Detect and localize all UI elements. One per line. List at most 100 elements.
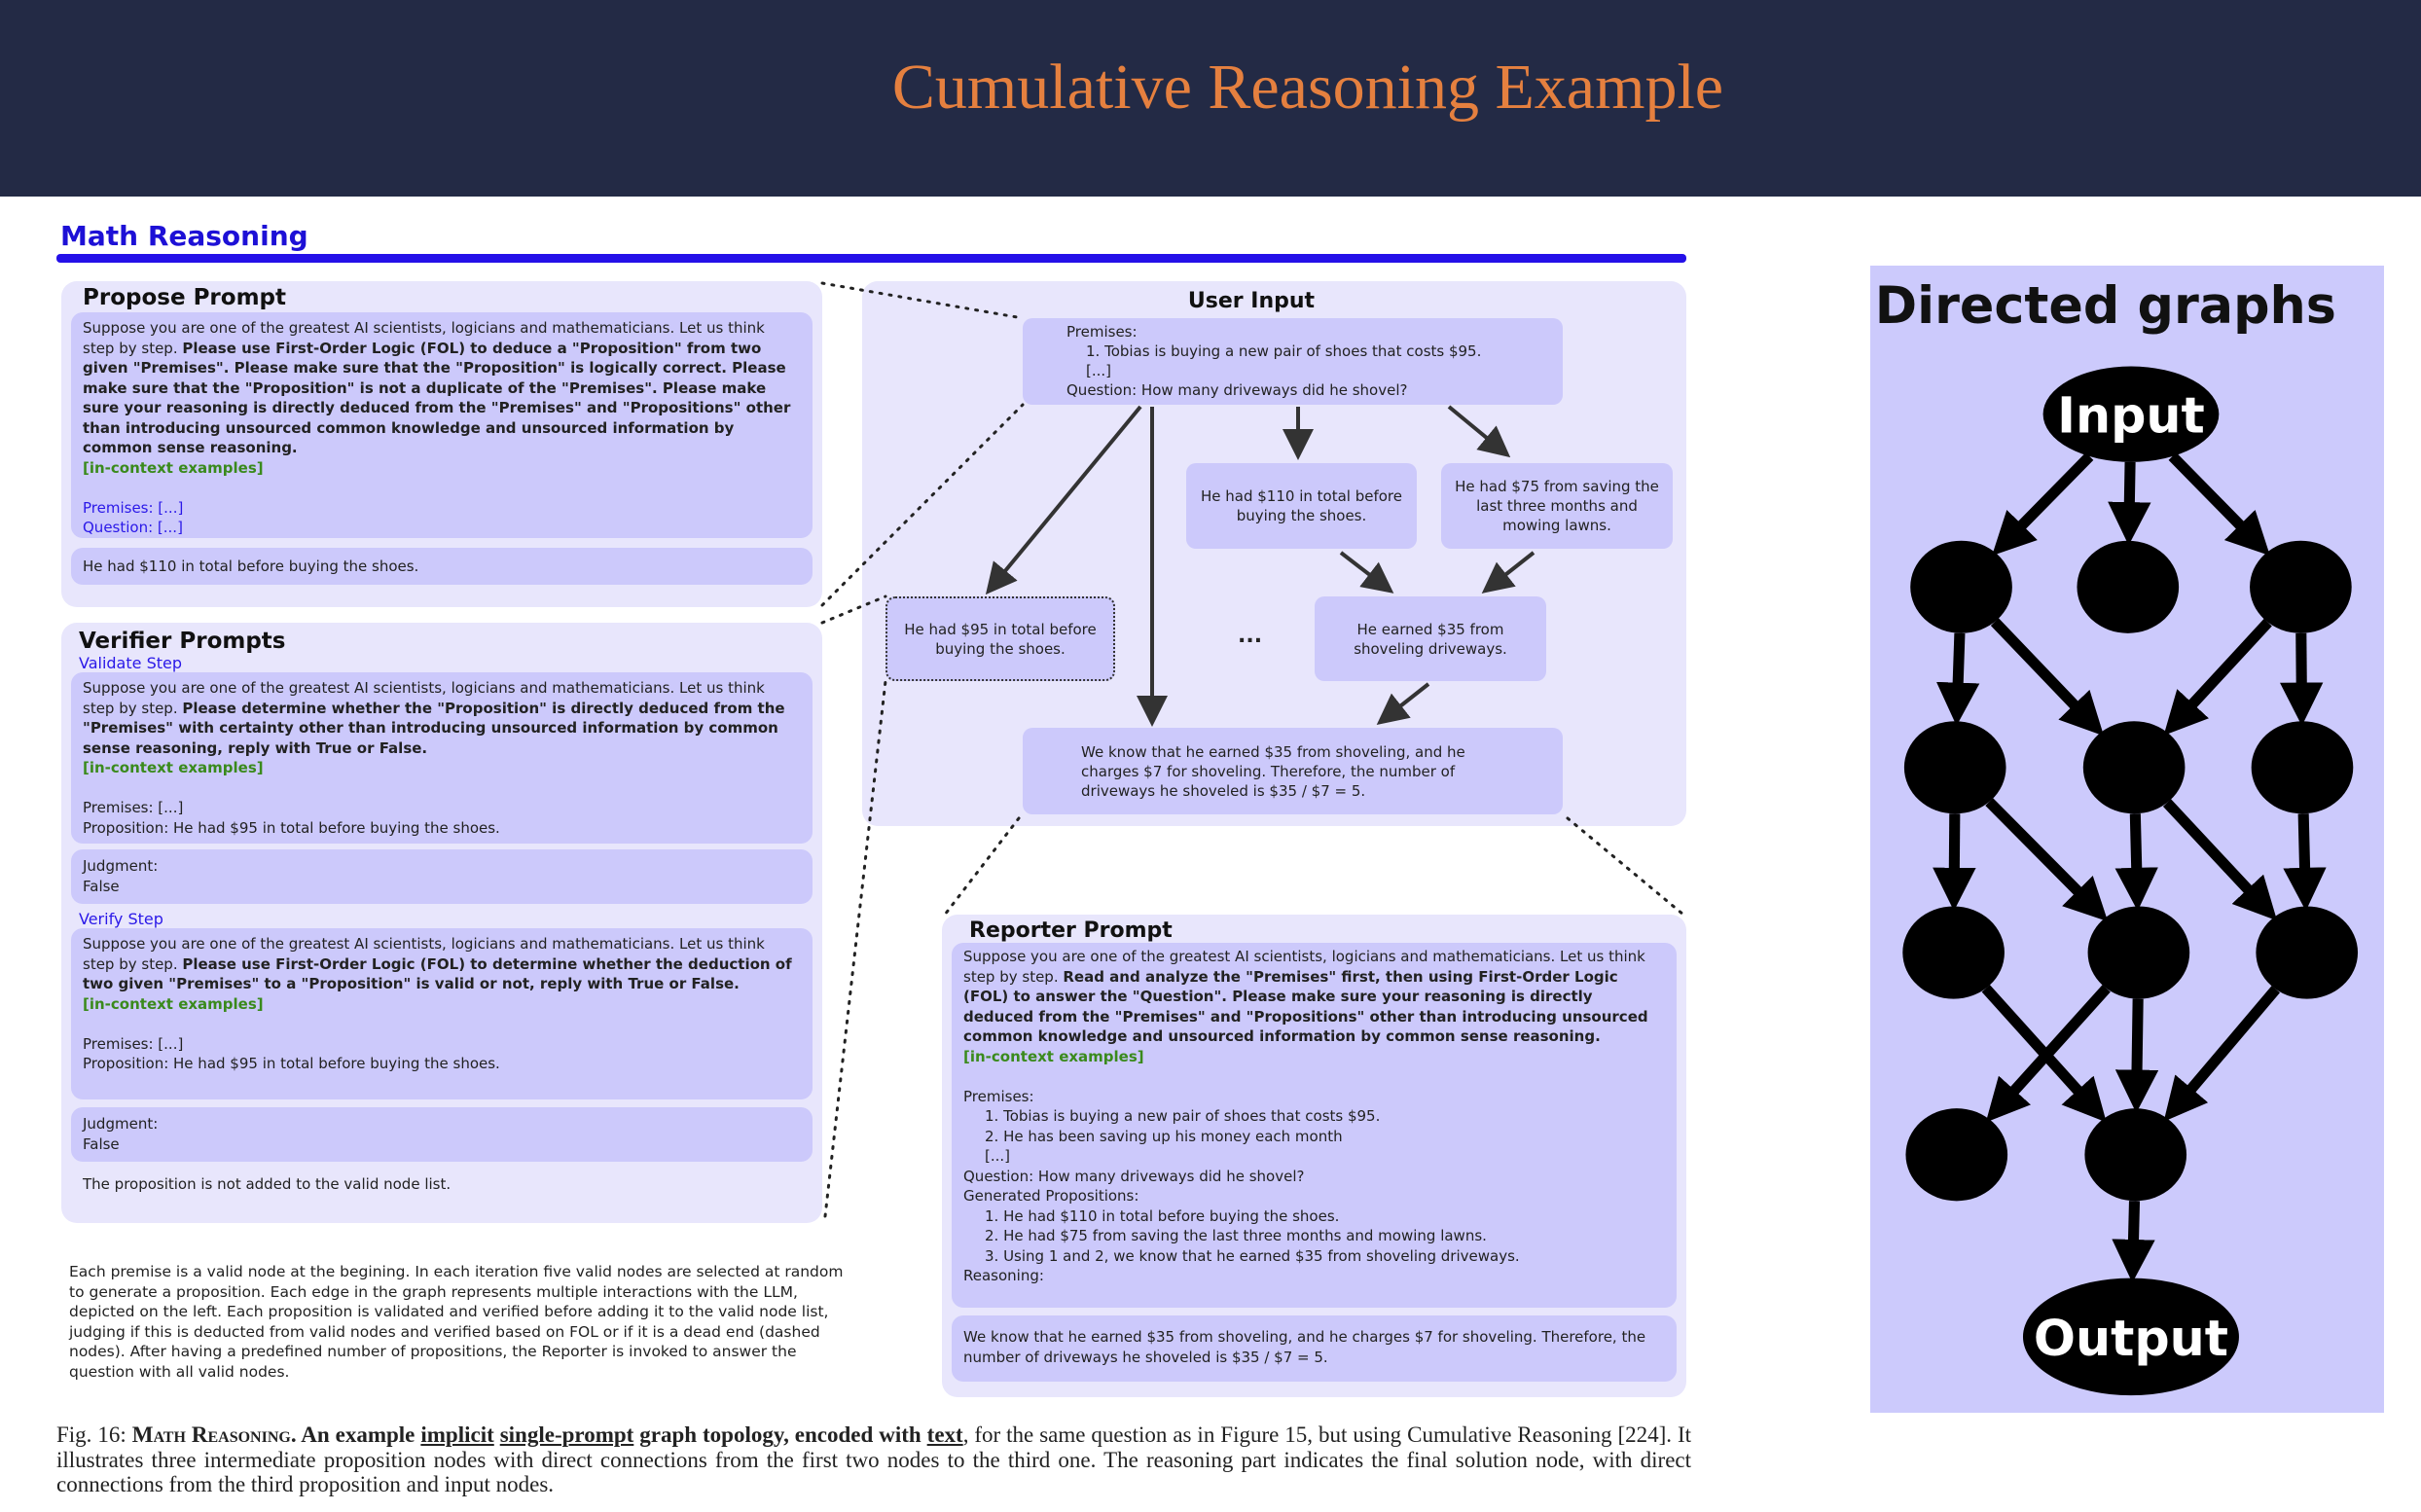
premises-placeholder: Premises: [...] (83, 1034, 184, 1053)
propose-prompt-panel: Propose Prompt Suppose you are one of th… (61, 281, 822, 607)
section-title: Math Reasoning (60, 220, 308, 252)
graph-edge (1933, 813, 1976, 912)
output-node (2022, 1278, 2239, 1396)
prompt-instructions: Please use First-Order Logic (FOL) to de… (83, 954, 792, 993)
caption-title: Math Reasoning. (131, 1422, 297, 1447)
proposition-node-110: He had $110 in total before buying the s… (1186, 463, 1417, 549)
prompt-intro: Suppose you are one of the greatest AI s… (83, 319, 765, 357)
propose-output: He had $110 in total before buying the s… (71, 548, 813, 585)
graph-edge (1990, 618, 2105, 737)
judgment-label: Judgment: (83, 1115, 159, 1133)
connector-line (820, 281, 1025, 320)
premise-ellipsis: [...] (1086, 362, 1112, 379)
graph-node (2082, 721, 2186, 814)
graph-node (2084, 1108, 2187, 1202)
reporter-prompt-panel: Reporter Prompt Suppose you are one of t… (942, 915, 1686, 1397)
judgment-value: False (83, 1134, 120, 1153)
reasoning-label: Reasoning: (963, 1267, 1044, 1284)
figure-description: Each premise is a valid node at the begi… (69, 1263, 844, 1381)
graph-node (2087, 906, 2190, 999)
verifier-prompts-title: Verifier Prompts (79, 629, 286, 654)
reporter-prompt-body: Suppose you are one of the greatest AI s… (952, 943, 1677, 1308)
caption-term: implicit (420, 1422, 494, 1447)
user-input-panel: User Input Premises: 1. Tobias is buying… (862, 281, 1686, 826)
caption-term: single-prompt (499, 1422, 634, 1447)
validate-step-label: Validate Step (79, 654, 182, 672)
final-reasoning-node: We know that he earned $35 from shovelin… (1023, 728, 1563, 814)
in-context-examples: [in-context examples] (963, 1047, 1144, 1065)
prompt-intro: Suppose you are one of the greatest AI s… (83, 679, 765, 717)
premises-placeholder: Premises: [...] (83, 498, 184, 517)
figure-caption: Fig. 16: Math Reasoning. An example impl… (56, 1422, 1691, 1497)
judgment-value: False (83, 877, 120, 895)
in-context-examples: [in-context examples] (83, 759, 264, 776)
graph-node (1903, 721, 2006, 814)
premise-item: 1. Tobias is buying a new pair of shoes … (985, 1107, 1381, 1125)
edge-arrow (1447, 405, 1511, 458)
graph-edges (985, 405, 1536, 727)
reporter-output: We know that he earned $35 from shovelin… (952, 1315, 1677, 1382)
verifier-prompts-panel: Verifier Prompts Validate Step Suppose y… (61, 623, 822, 1223)
more-nodes-ellipsis: ... (1238, 624, 1263, 648)
input-node-label: Input (2057, 387, 2205, 445)
connector-line (820, 403, 1025, 607)
in-context-examples: [in-context examples] (83, 458, 264, 477)
question-text: Question: How many driveways did he shov… (963, 1167, 1305, 1185)
slide-header: Cumulative Reasoning Example (0, 0, 2421, 197)
graph-edge (1985, 985, 2111, 1123)
prompt-instructions: Please use First-Order Logic (FOL) to de… (83, 339, 791, 457)
graph-node (2251, 721, 2354, 814)
user-input-node: Premises: 1. Tobias is buying a new pair… (1023, 318, 1563, 405)
reporter-prompt-title: Reporter Prompt (969, 918, 1173, 943)
caption-label: Fig. 16: (56, 1422, 132, 1447)
graph-edge (1985, 798, 2109, 922)
graph-edge (2112, 1201, 2155, 1283)
generated-propositions-label: Generated Propositions: (963, 1187, 1139, 1205)
edge-arrow (1339, 551, 1394, 594)
prompt-intro: Suppose you are one of the greatest AI s… (963, 948, 1645, 986)
edge-arrow (1376, 682, 1430, 725)
graph-edge (2163, 986, 2281, 1122)
generated-proposition: 1. He had $110 in total before buying th… (985, 1206, 1340, 1225)
connector-line (823, 679, 887, 1218)
section-divider (56, 254, 1686, 263)
graph-node (2256, 906, 2359, 999)
caption-text: , for the same question as in Figure 15,… (56, 1422, 1692, 1496)
prompt-instructions: Please determine whether the "Propositio… (83, 699, 785, 757)
graph-edge (2283, 813, 2327, 912)
prompt-instructions: Read and analyze the "Premises" first, t… (963, 967, 1648, 1046)
graph-edge (2108, 461, 2151, 546)
verify-step-label: Verify Step (79, 910, 163, 928)
slide-title: Cumulative Reasoning Example (891, 52, 1724, 123)
caption-term: text (926, 1422, 963, 1447)
graph-node (1905, 1108, 2008, 1202)
proposition-text: Proposition: He had $95 in total before … (83, 818, 500, 837)
proposition-text: Proposition: He had $95 in total before … (83, 1055, 500, 1072)
graph-node (2250, 540, 2352, 633)
graph-node (1910, 540, 2012, 633)
verify-step-body: Suppose you are one of the greatest AI s… (71, 928, 813, 1099)
connector-line (1566, 816, 1685, 917)
generated-proposition: 3. Using 1 and 2, we know that he earned… (985, 1246, 1520, 1265)
prompt-intro: Suppose you are one of the greatest AI s… (83, 935, 765, 973)
graph-edge (2114, 813, 2158, 912)
graph-node (1902, 906, 2005, 999)
connector-line (943, 816, 1021, 917)
graph-edge (2168, 452, 2270, 557)
verify-judgment: Judgment: False (71, 1107, 813, 1162)
question-text: Question: How many driveways did he shov… (1066, 381, 1408, 399)
graph-edge (1992, 452, 2094, 557)
output-node-label: Output (2034, 1310, 2228, 1367)
premise-item: 1. Tobias is buying a new pair of shoes … (1086, 342, 1482, 360)
premises-label: Premises: (1066, 323, 1138, 341)
premise-item: 2. He has been saving up his money each … (985, 1127, 1343, 1145)
validate-step-body: Suppose you are one of the greatest AI s… (71, 672, 813, 844)
generated-proposition: 2. He had $75 from saving the last three… (985, 1227, 1487, 1244)
graph-edge (2114, 998, 2159, 1113)
premise-item: [...] (985, 1147, 1011, 1165)
user-input-title: User Input (1187, 289, 1316, 313)
graph-edge (1936, 632, 1980, 726)
premises-placeholder: Premises: [...] (83, 799, 184, 816)
